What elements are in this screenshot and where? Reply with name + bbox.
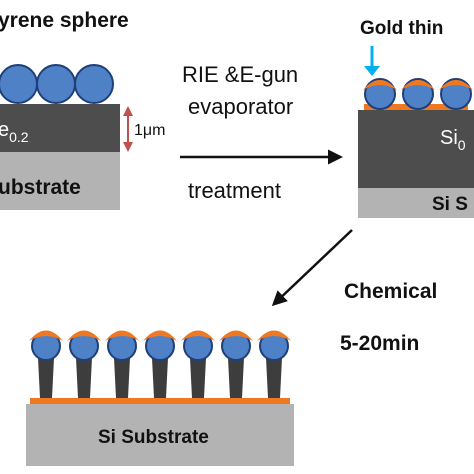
right-substrate-layer <box>358 188 474 218</box>
gold-label: Gold thin <box>360 18 443 39</box>
gold-cap <box>439 80 473 90</box>
gold-ground-layer <box>30 398 290 404</box>
process-label-line1: RIE &E-gun <box>182 62 298 87</box>
treatment-label: treatment <box>188 178 281 203</box>
polystyrene-sphere <box>36 64 76 104</box>
right-film-label: Si0 <box>440 127 466 153</box>
pillar-group <box>29 330 291 398</box>
etched-sphere <box>364 78 396 110</box>
etched-sphere <box>402 78 434 110</box>
nanowire-gold-cap <box>29 330 63 341</box>
bottom-substrate-layer <box>26 404 294 466</box>
nanowire-gold-cap <box>143 330 177 341</box>
process-step: RIE &E-gun evaporator treatment <box>180 62 343 203</box>
left-substrate-label: ubstrate <box>0 176 81 199</box>
nanowire-gold-cap <box>181 330 215 341</box>
silicon-nanowire <box>266 358 282 398</box>
sphere-label: yrene sphere <box>0 9 129 32</box>
time-label: 5-20min <box>340 332 419 355</box>
silicon-nanowire <box>76 358 92 398</box>
silicon-nanowire <box>190 358 206 398</box>
etched-sphere <box>440 78 472 110</box>
nanowire-gold-cap <box>257 330 291 341</box>
gold-cap <box>363 80 397 90</box>
polystyrene-sphere <box>0 64 38 104</box>
silicon-nanowire <box>38 358 54 398</box>
chemical-label: Chemical <box>344 280 437 303</box>
left-film-layer <box>0 104 120 152</box>
silicon-nanowire <box>152 358 168 398</box>
right-film-layer <box>358 110 474 188</box>
polystyrene-sphere <box>74 64 114 104</box>
left-film-label: e0.2 <box>0 119 29 145</box>
gold-cap <box>401 80 435 90</box>
nanowire-gold-cap <box>219 330 253 341</box>
etch-arrow <box>271 229 353 307</box>
silicon-nanowire <box>228 358 244 398</box>
silicon-nanowire <box>114 358 130 398</box>
gold-pointer-head <box>364 66 380 76</box>
process-label-line2: evaporator <box>188 94 293 119</box>
left-substrate-layer <box>0 152 120 210</box>
thickness-label: 1μm <box>134 122 165 139</box>
coated-stack: Gold thin Si0 Si S <box>358 18 474 218</box>
initial-stack: yrene sphere e0.2 ubstrate 1μm <box>0 9 165 210</box>
nanowire-gold-cap <box>105 330 139 341</box>
right-substrate-label: Si S <box>432 194 468 215</box>
bottom-substrate-label: Si Substrate <box>98 427 209 448</box>
nanowire-gold-cap <box>67 330 101 341</box>
nanowire-array: Si Substrate <box>26 330 294 466</box>
etch-step: Chemical 5-20min <box>271 229 437 355</box>
